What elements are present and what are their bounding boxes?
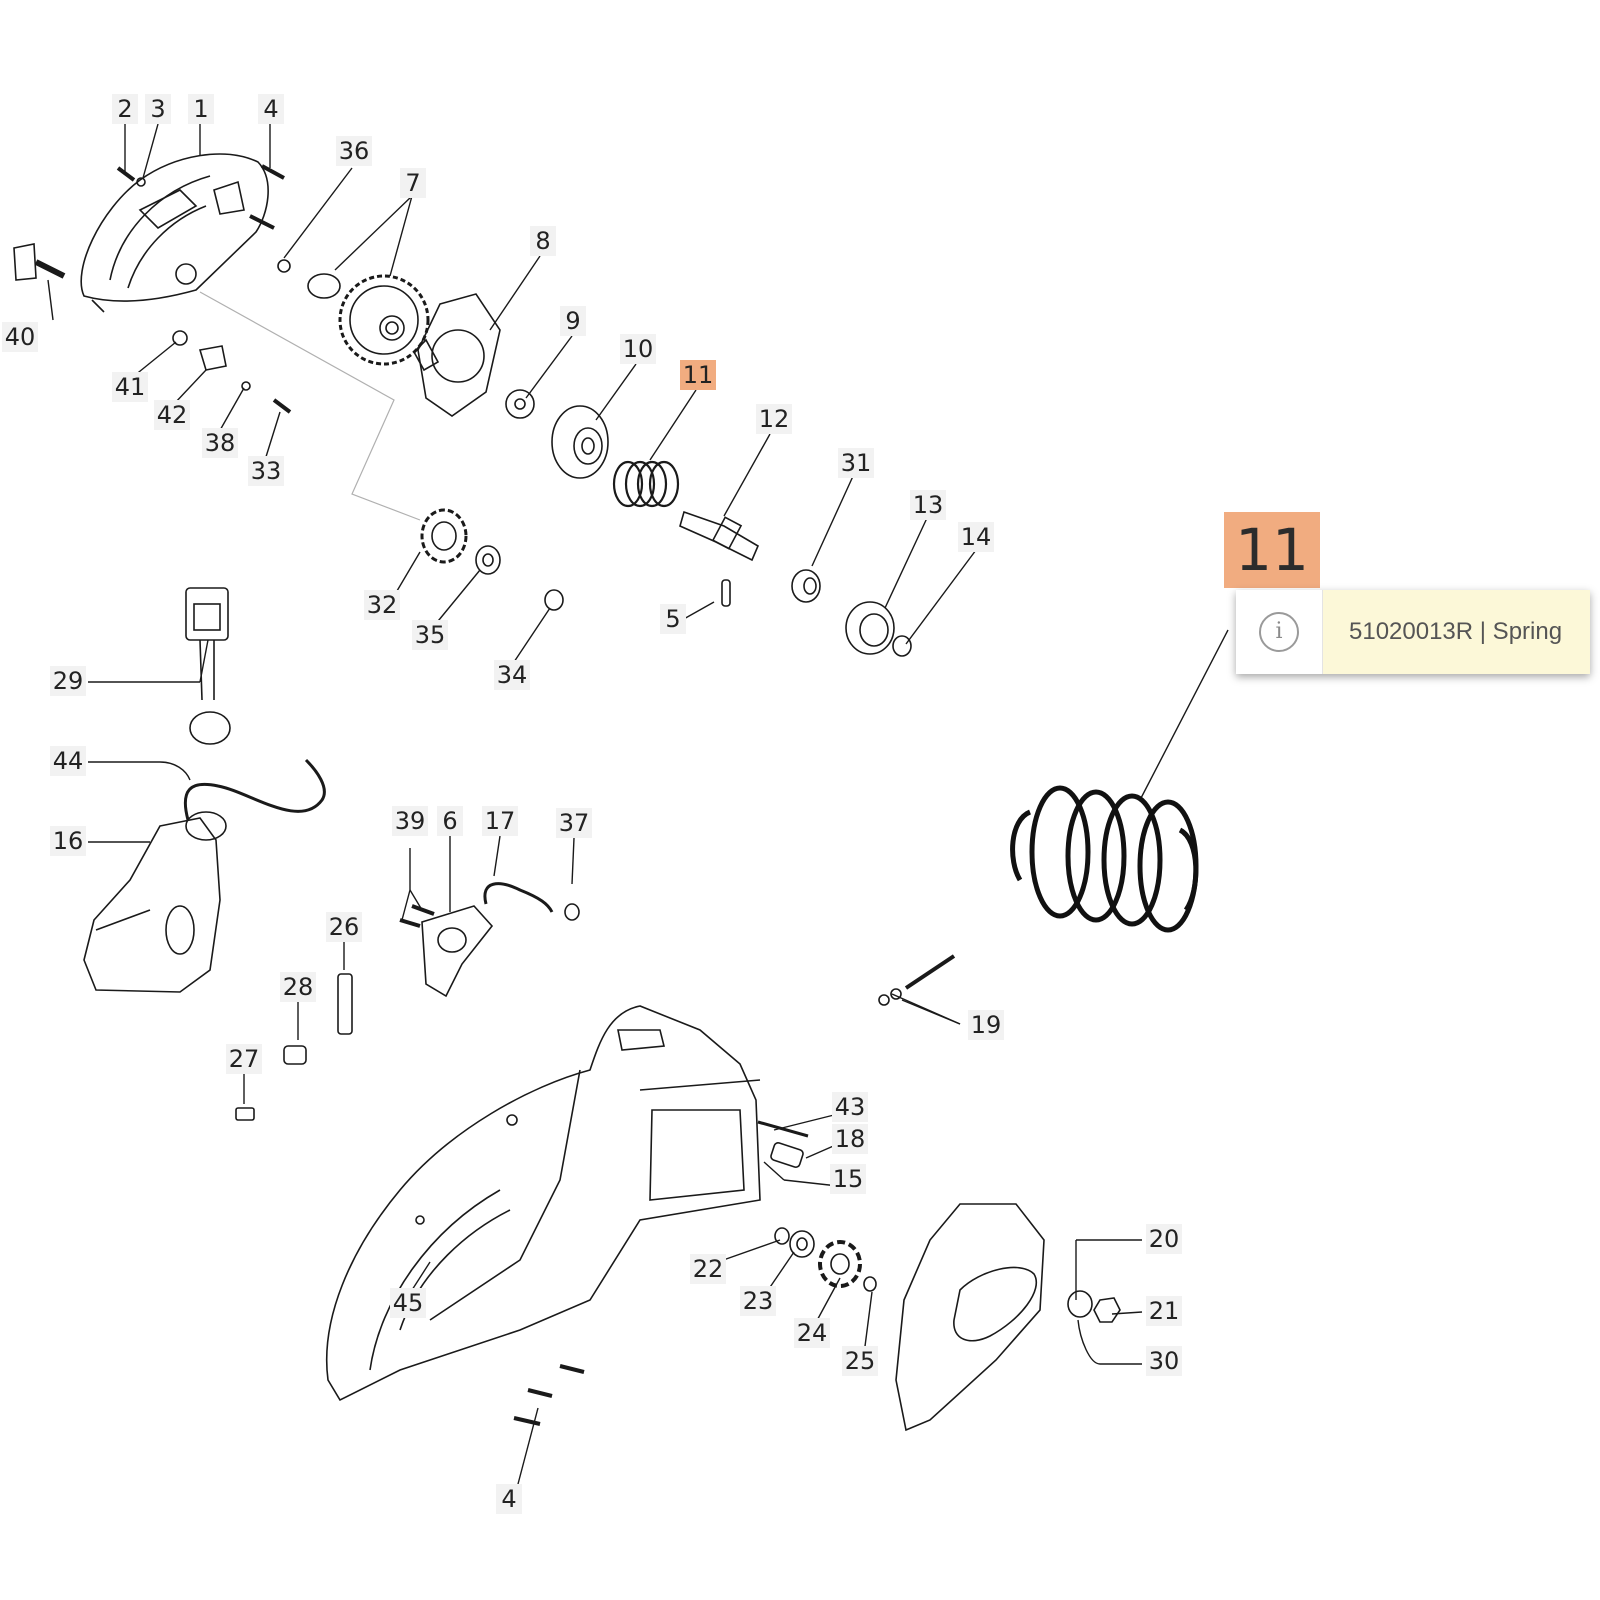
callout-7[interactable]: 7: [400, 168, 426, 198]
callout-23[interactable]: 23: [740, 1286, 776, 1316]
callout-5[interactable]: 5: [660, 604, 686, 634]
callout-10[interactable]: 10: [620, 334, 656, 364]
callout-19[interactable]: 19: [968, 1010, 1004, 1040]
callout-18[interactable]: 18: [832, 1124, 868, 1154]
callout-13[interactable]: 13: [910, 490, 946, 520]
callout-8[interactable]: 8: [530, 226, 556, 256]
info-icon[interactable]: i: [1259, 612, 1299, 652]
callout-29[interactable]: 29: [50, 666, 86, 696]
callout-6[interactable]: 6: [437, 806, 463, 836]
leader-lines: [47, 123, 1229, 1485]
callout-9[interactable]: 9: [560, 306, 586, 336]
sprocket-part: [818, 1240, 862, 1288]
callout-43[interactable]: 43: [832, 1092, 868, 1122]
callout-32[interactable]: 32: [364, 590, 400, 620]
callout-26[interactable]: 26: [326, 912, 362, 942]
shaft-part: [679, 510, 760, 562]
part-info-tooltip: i 51020013R | Spring: [1236, 590, 1590, 674]
callout-28[interactable]: 28: [280, 972, 316, 1002]
callout-14[interactable]: 14: [958, 522, 994, 552]
callout-16[interactable]: 16: [50, 826, 86, 856]
chain-cover-part: [895, 1203, 1045, 1432]
info-icon-cell: i: [1236, 590, 1323, 674]
callout-20[interactable]: 20: [1146, 1224, 1182, 1254]
callout-24[interactable]: 24: [794, 1318, 830, 1348]
part-info-text: 51020013R | Spring: [1323, 590, 1590, 674]
callout-34[interactable]: 34: [494, 660, 530, 690]
callout-22[interactable]: 22: [690, 1254, 726, 1284]
clip-part: [13, 243, 66, 281]
clutch-plate-part: [413, 293, 501, 417]
screws-top: [116, 164, 285, 230]
callout-25[interactable]: 25: [842, 1346, 878, 1376]
callout-41[interactable]: 41: [112, 372, 148, 402]
callout-36[interactable]: 36: [336, 136, 372, 166]
callout-30[interactable]: 30: [1146, 1346, 1182, 1376]
oil-hose-part: [183, 758, 326, 821]
callout-2[interactable]: 2: [112, 94, 138, 124]
callout-17[interactable]: 17: [482, 806, 518, 836]
callout-45[interactable]: 45: [390, 1288, 426, 1318]
routing-line: [199, 291, 421, 521]
callout-3[interactable]: 3: [145, 94, 171, 124]
gear-housing-part: [80, 153, 269, 313]
pinion-part: [420, 508, 468, 564]
oil-filter-part: [185, 587, 231, 745]
oil-tank-part: [83, 811, 227, 993]
main-body-part: [325, 1005, 761, 1402]
callout-42[interactable]: 42: [154, 400, 190, 430]
worm-gear-part: [551, 405, 609, 479]
callout-39[interactable]: 39: [392, 806, 428, 836]
callout-27[interactable]: 27: [226, 1044, 262, 1074]
callout-38[interactable]: 38: [202, 428, 238, 458]
callout-12[interactable]: 12: [756, 404, 792, 434]
callout-40[interactable]: 40: [2, 322, 38, 352]
callout-21[interactable]: 21: [1146, 1296, 1182, 1326]
drive-gear-part: [338, 274, 430, 366]
callout-31[interactable]: 31: [838, 448, 874, 478]
callout-44[interactable]: 44: [50, 746, 86, 776]
callout-33[interactable]: 33: [248, 456, 284, 486]
spring-zoom: [1010, 785, 1199, 933]
oil-pump-part: [421, 905, 494, 998]
selected-part-number: 11: [1224, 512, 1320, 588]
callout-4-top[interactable]: 4: [258, 94, 284, 124]
callout-11-highlighted[interactable]: 11: [680, 360, 716, 390]
callout-15[interactable]: 15: [830, 1164, 866, 1194]
callout-4-bottom[interactable]: 4: [496, 1484, 522, 1514]
spring-small-part: [612, 460, 680, 508]
callout-37[interactable]: 37: [556, 808, 592, 838]
callout-1[interactable]: 1: [188, 94, 214, 124]
callout-35[interactable]: 35: [412, 620, 448, 650]
